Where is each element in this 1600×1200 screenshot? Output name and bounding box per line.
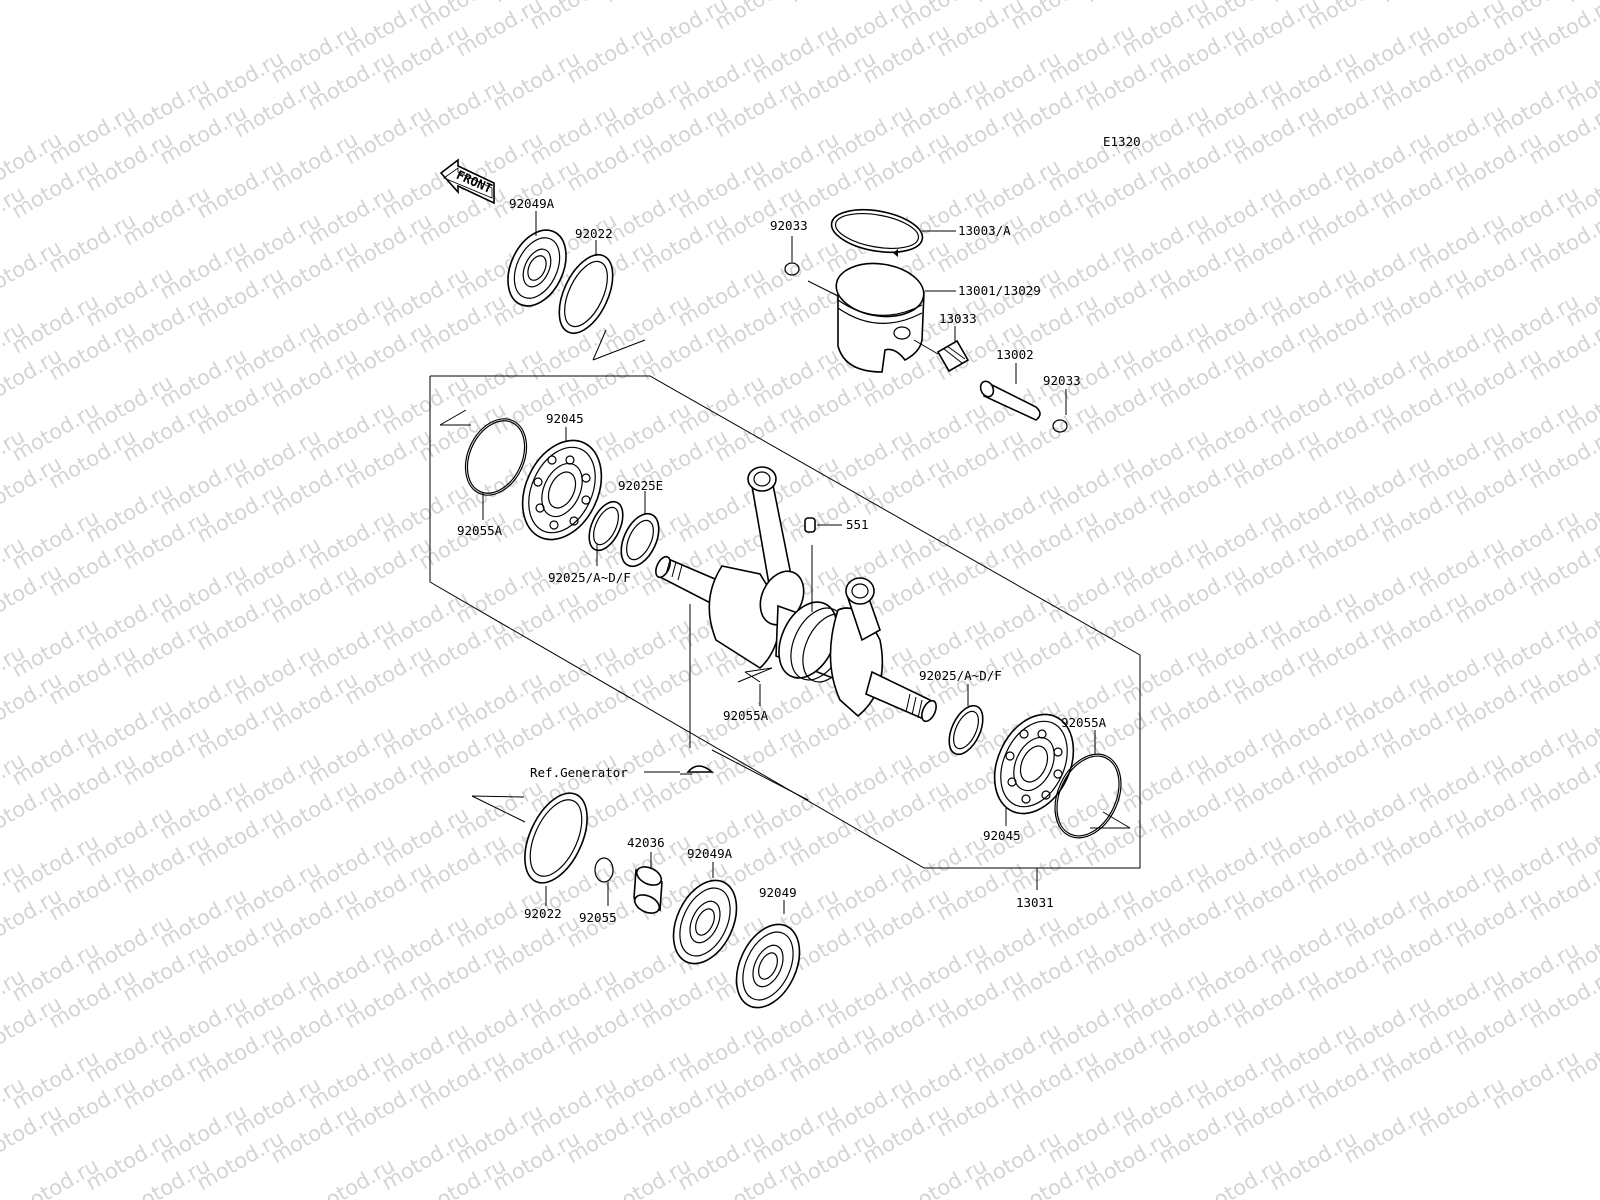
woodruff-key-icon: [680, 765, 715, 775]
needle-bearing-13033-icon: [936, 339, 970, 373]
callout-13001-13029: 13001/13029: [958, 283, 1041, 298]
callout-92045-bottom: 92045: [983, 828, 1021, 843]
shim-92025-right-icon: [948, 704, 984, 756]
callout-92045-top: 92045: [546, 411, 584, 426]
front-arrow-icon: FRONT: [439, 158, 495, 205]
callout-13003A: 13003/A: [958, 223, 1011, 238]
leader-lines-crank-right: [967, 684, 1131, 890]
callout-92025E: 92025E: [618, 478, 663, 493]
callout-92025-AF-left: 92025/A~D/F: [548, 570, 631, 585]
callout-13002: 13002: [996, 347, 1034, 362]
leader-lines-bottom: [471, 749, 809, 914]
callout-92025-AF-right: 92025/A~D/F: [919, 668, 1002, 683]
callout-92049: 92049: [759, 885, 797, 900]
callout-ref-generator: Ref.Generator: [530, 765, 628, 780]
callout-92055A-mid: 92055A: [723, 708, 769, 723]
callout-92055A-right: 92055A: [1061, 715, 1107, 730]
diagram-code: E1320: [1103, 134, 1141, 149]
leader-lines-piston: [791, 230, 1067, 415]
leader-lines-crank-left: [439, 409, 646, 566]
piston-13001-icon: [835, 249, 925, 373]
collar-42036-icon: [633, 866, 663, 914]
callout-551: 551: [846, 517, 869, 532]
circlip-92033-left-icon: [784, 262, 800, 276]
oring-92055-icon: [594, 857, 614, 883]
callout-92033-left: 92033: [770, 218, 808, 233]
circlip-92033-right-icon: [1052, 419, 1068, 433]
callout-42036: 42036: [627, 835, 665, 850]
callout-92049A-bottom: 92049A: [687, 846, 733, 861]
piston-pin-13002-icon: [979, 380, 1041, 421]
callout-labels: 92049A 92022 92033 13003/A 13001/13029 1…: [457, 196, 1107, 925]
piston-ring-13003A-icon: [830, 208, 924, 254]
bearing-92049-icon: [735, 923, 801, 1009]
crankshaft-13031-icon: [655, 466, 937, 723]
callout-92022-bottom: 92022: [524, 906, 562, 921]
callout-13033: 13033: [939, 311, 977, 326]
bearing-92049A-top-icon: [507, 229, 567, 307]
callout-13031: 13031: [1016, 895, 1054, 910]
bearing-92045-bottom-icon: [993, 713, 1075, 815]
leader-lines-top-left: [535, 211, 646, 361]
bearing-92049A-bottom-icon: [672, 879, 738, 965]
shim-92025-left-icon: [588, 500, 624, 552]
seal-92022-top-icon: [558, 254, 614, 334]
crankshaft-assembly-frame: [429, 375, 1141, 869]
callout-92033-right: 92033: [1043, 373, 1081, 388]
oring-92055A-right-icon: [1054, 753, 1122, 839]
seal-92022-bottom-icon: [524, 792, 588, 884]
callout-92055: 92055: [579, 910, 617, 925]
callout-92022-top: 92022: [575, 226, 613, 241]
callout-92049A-top: 92049A: [509, 196, 555, 211]
oring-92055A-left-icon: [464, 418, 528, 496]
shim-92025E-icon: [620, 512, 660, 568]
bearing-92045-top-icon: [521, 439, 603, 541]
callout-92055A-left: 92055A: [457, 523, 503, 538]
leader-lines-crankshaft: [689, 524, 842, 748]
